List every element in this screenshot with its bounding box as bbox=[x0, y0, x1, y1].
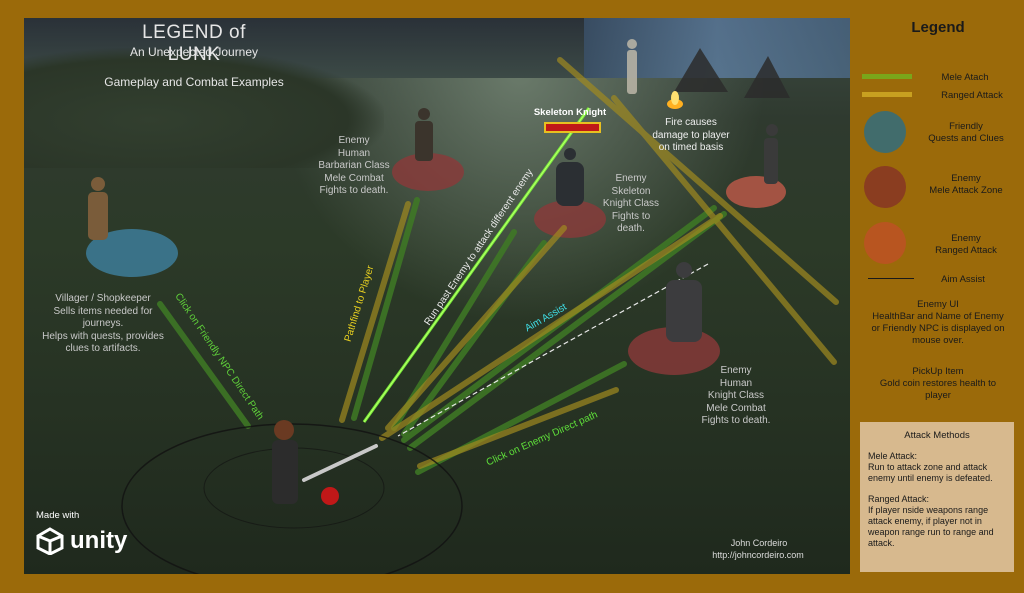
legend-aim-assist-label: Aim Assist bbox=[941, 274, 985, 285]
enemy-ranged-swatch bbox=[864, 222, 906, 264]
barbarian-character bbox=[415, 108, 433, 161]
villager-annotation: Villager / Shopkeeper Sells items needed… bbox=[42, 293, 164, 354]
player-character bbox=[272, 420, 378, 505]
friendly-zone-villager[interactable] bbox=[86, 229, 178, 277]
enemy-skeleton-annotation: Enemy Skeleton Knight Class Fights to de… bbox=[602, 173, 660, 234]
legend-enemy-ranged-label: Enemy Ranged Attack bbox=[935, 233, 997, 256]
page-tagline: Gameplay and Combat Examples bbox=[104, 75, 284, 89]
skeleton-knight-label: Skeleton Knight bbox=[533, 107, 607, 118]
legend-pickup: PickUp Item Gold coin restores health to… bbox=[879, 366, 997, 401]
credit-name: John Cordeiro bbox=[730, 538, 788, 548]
ranged-line bbox=[339, 201, 411, 423]
game-title: LEGEND of LUNK bbox=[142, 22, 246, 65]
aim-assist-swatch bbox=[868, 278, 914, 279]
ranged-line-swatch bbox=[862, 92, 912, 97]
enemy-zone-barbarian[interactable] bbox=[392, 153, 464, 191]
scene-overlay bbox=[86, 39, 839, 574]
ranged-attack-text: If player nside weapons range attack ene… bbox=[868, 505, 994, 548]
ranged-line bbox=[611, 95, 837, 365]
villager-character bbox=[88, 177, 108, 240]
run-past-path-glow bbox=[363, 107, 590, 423]
ranged-attack-heading: Ranged Attack: bbox=[868, 494, 930, 504]
ranged-line bbox=[557, 57, 839, 305]
made-with-label: Made with bbox=[36, 510, 80, 521]
hill bbox=[24, 48, 384, 168]
unity-wordmark: unity bbox=[70, 527, 128, 554]
legend-enemy-ui: Enemy UI HealthBar and Name of Enemy or … bbox=[871, 299, 1005, 346]
legend-ranged-label: Ranged Attack bbox=[941, 90, 1003, 101]
fire-annotation: Fire causes damage to player on timed ba… bbox=[652, 117, 730, 153]
skeleton-camp bbox=[627, 39, 790, 98]
legend-mele-label: Mele Atach bbox=[941, 72, 989, 83]
mele-attack-heading: Mele Attack: bbox=[868, 451, 918, 461]
legend-enemy-mele-label: Enemy Mele Attack Zone bbox=[929, 173, 1003, 196]
fire-icon bbox=[667, 91, 683, 109]
attack-methods-title: Attack Methods bbox=[904, 430, 970, 441]
mele-line bbox=[407, 211, 727, 451]
legend-friendly-label: Friendly Quests and Clues bbox=[928, 121, 1004, 144]
attack-methods-box: Attack Methods Mele Attack: Run to attac… bbox=[860, 422, 1014, 572]
knight-character bbox=[666, 262, 702, 342]
skeleton-knight-character bbox=[556, 148, 584, 206]
ranged-line bbox=[379, 213, 723, 441]
credit-url[interactable]: http://johncordeiro.com bbox=[712, 550, 804, 560]
mele-line bbox=[157, 301, 251, 429]
mele-line bbox=[351, 197, 420, 421]
aim-assist-line bbox=[397, 263, 709, 437]
game-subtitle: An Unexpected Journey bbox=[129, 45, 259, 59]
mele-attack-text: Run to attack zone and attack enemy unti… bbox=[868, 462, 993, 483]
friendly-swatch bbox=[864, 111, 906, 153]
enemy-barbarian-annotation: Enemy Human Barbarian Class Mele Combat … bbox=[318, 135, 390, 196]
mele-line-swatch bbox=[862, 74, 912, 79]
enemy-mele-swatch bbox=[864, 166, 906, 208]
ranged-line bbox=[385, 225, 567, 431]
unity-logo bbox=[36, 527, 64, 555]
archer-character bbox=[764, 124, 778, 184]
enemy-zone-skeleton[interactable] bbox=[534, 200, 606, 238]
health-bar bbox=[544, 122, 601, 133]
unity-badge: Made with unity bbox=[36, 510, 127, 555]
legend-title: Legend bbox=[911, 19, 965, 36]
enemy-knight-annotation: Enemy Human Knight Class Mele Combat Fig… bbox=[701, 365, 771, 426]
ranged-line bbox=[417, 387, 619, 469]
game-scene[interactable]: LEGEND of LUNK An Unexpected Journey Gam… bbox=[24, 18, 850, 574]
